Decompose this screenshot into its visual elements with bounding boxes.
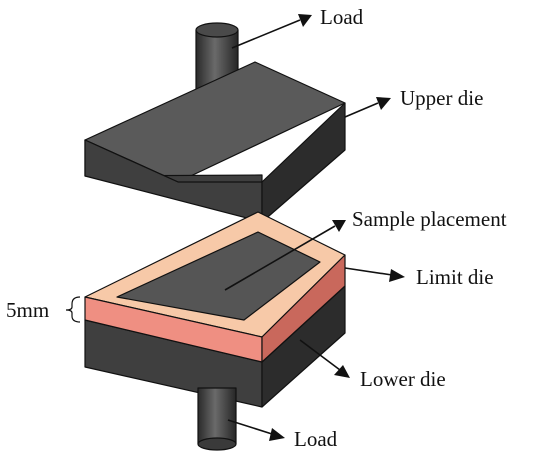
label-upper-die: Upper die [400, 86, 483, 110]
arrow-limit-die [344, 267, 405, 282]
sample-cavity-floor [116, 231, 321, 321]
label-load-bottom: Load [294, 427, 338, 451]
upper-die-block [84, 61, 346, 223]
label-load-top: Load [320, 5, 364, 29]
arrow-load-bottom [227, 419, 285, 441]
limit-die-frame [84, 211, 346, 363]
arrow-load-top [231, 14, 312, 49]
upper-die-side-face [261, 102, 346, 223]
label-lower-die: Lower die [360, 367, 446, 391]
label-sample-placement: Sample placement [352, 207, 507, 231]
label-thickness: 5mm [6, 298, 49, 322]
bottom-load-rod [197, 387, 237, 451]
arrow-upper-die [344, 97, 391, 118]
thickness-bracket [65, 296, 81, 323]
label-limit-die: Limit die [416, 265, 494, 289]
arrow-lower-die [299, 339, 350, 378]
lower-die-block [84, 285, 346, 408]
arrow-sample-placement [224, 220, 346, 291]
limit-die-side-face [261, 254, 346, 363]
